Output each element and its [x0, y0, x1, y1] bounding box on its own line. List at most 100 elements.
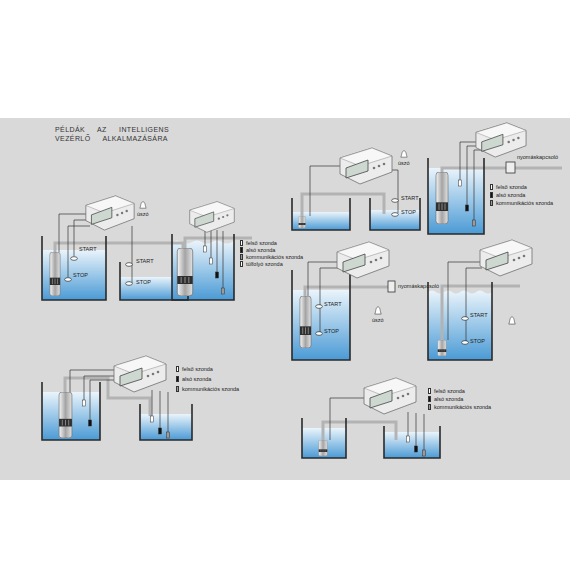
submersible-pump — [438, 340, 447, 356]
legend-text: felső szonda — [182, 366, 213, 372]
signal-wire — [320, 268, 339, 333]
signal-wire — [132, 226, 133, 283]
pipe — [55, 168, 562, 440]
legend-text: alsó szonda — [246, 247, 275, 253]
tank-wall — [428, 282, 492, 360]
float-switch — [392, 199, 399, 203]
signal-wire — [90, 380, 116, 420]
level-probe — [473, 220, 476, 226]
legend-text: felső szonda — [434, 388, 465, 394]
submersible-pump — [319, 440, 328, 456]
component-label: STOP — [401, 209, 416, 215]
float-switch — [140, 202, 146, 208]
water — [428, 168, 484, 234]
legend-row: kommunikációs szonda — [240, 254, 305, 261]
level-probe — [415, 446, 418, 452]
component-label: STOP — [470, 338, 485, 344]
tank-wall — [140, 404, 192, 440]
signal-wire — [152, 390, 153, 416]
intelligent-controller — [86, 196, 134, 230]
intelligent-controller — [476, 123, 526, 157]
legend-text: kommunikációs szonda — [496, 200, 553, 206]
legend-row: alsó szonda — [490, 192, 527, 199]
diagram-title: PÉLDÁK AZ INTELLIGENS VEZÉRLŐ ALKALMAZÁS… — [55, 125, 180, 143]
tank-wall — [370, 198, 420, 230]
float-switch — [375, 307, 381, 314]
water — [292, 290, 350, 360]
signal-wire — [460, 142, 478, 180]
signal-wire — [84, 376, 114, 400]
level-probe — [83, 180, 476, 456]
legend-row: felső szonda — [490, 184, 528, 191]
water — [172, 241, 235, 301]
level-probe — [407, 436, 410, 442]
component-label: START — [324, 301, 342, 307]
legend-text: alsó szonda — [496, 192, 525, 198]
level-probe — [89, 420, 92, 426]
component-label: START — [470, 312, 488, 318]
float-switch — [462, 341, 469, 345]
background-band — [0, 118, 570, 480]
legend-swatch — [176, 386, 179, 392]
level-probe — [167, 432, 170, 438]
level-probe — [459, 180, 462, 186]
legend-row: kommunikációs szonda — [176, 386, 241, 393]
water — [384, 432, 440, 458]
pipe — [442, 286, 520, 340]
legend-text: alsó szonda — [182, 376, 211, 382]
float-switch — [316, 332, 323, 336]
pressure-switch — [506, 162, 515, 173]
submersible-pump — [299, 216, 306, 228]
legend-row: alsó szonda — [428, 396, 465, 403]
pipe — [515, 167, 562, 170]
level-probe — [83, 400, 86, 406]
signal-wire — [59, 142, 482, 450]
tank-wall — [42, 158, 492, 458]
water — [428, 291, 492, 361]
legend-text: kommunikációs szonda — [434, 404, 491, 410]
submersible-pump — [300, 296, 311, 348]
pipe — [305, 287, 388, 296]
level-probe — [159, 428, 162, 434]
signal-wire — [70, 370, 114, 392]
float-switch — [392, 213, 399, 217]
water — [42, 168, 492, 458]
intelligent-controller — [114, 356, 166, 392]
submersible-pump — [436, 172, 448, 224]
component-label: STOP — [73, 272, 88, 278]
legend-row: kommunikációs szonda — [490, 200, 555, 207]
tank-wall — [292, 270, 350, 360]
tank-wall — [172, 234, 234, 300]
legend-swatch — [240, 254, 243, 260]
legend-swatch — [490, 192, 493, 198]
intelligent-controller — [480, 240, 532, 276]
legend-row: kommunikációs szonda — [428, 404, 493, 411]
tank-wall — [42, 382, 100, 440]
component-label: nyomáskapcsoló — [398, 283, 439, 289]
signal-wire — [474, 150, 482, 220]
float-switch — [71, 257, 78, 261]
legend-swatch — [490, 200, 493, 206]
tank-wall — [384, 426, 440, 458]
pipe — [323, 422, 396, 440]
intelligent-controller — [86, 123, 532, 414]
tank-wall — [292, 198, 350, 230]
tank-wall — [302, 418, 346, 458]
float-switch — [65, 278, 72, 282]
legend-swatch — [240, 247, 243, 253]
signal-wire — [168, 392, 169, 432]
legend-row: felső szonda — [240, 240, 278, 247]
float-switch — [316, 305, 323, 309]
submersible-pump — [50, 252, 60, 296]
signal-wire — [223, 231, 224, 288]
signal-wire — [466, 268, 482, 342]
intelligent-controller — [364, 378, 416, 414]
water — [370, 210, 420, 230]
legend-swatch — [428, 404, 431, 410]
float-switch — [401, 151, 407, 157]
component-label: START — [136, 258, 154, 264]
level-probe — [210, 258, 213, 264]
submersible-pump — [177, 248, 192, 296]
water — [42, 250, 106, 300]
signal-wire — [467, 146, 480, 205]
